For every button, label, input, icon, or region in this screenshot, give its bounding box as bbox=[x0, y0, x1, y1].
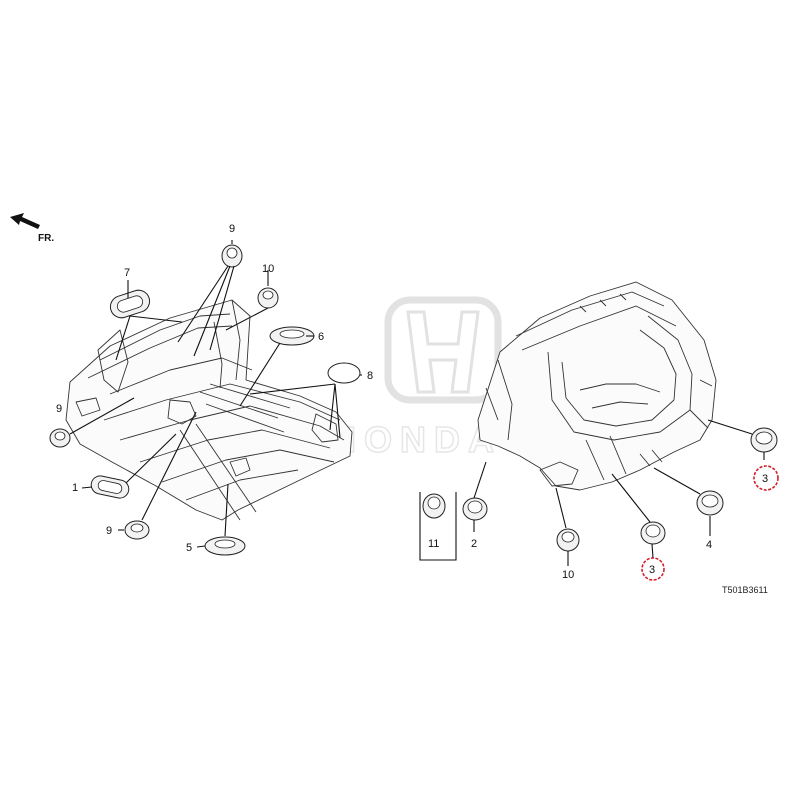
callout-8[interactable]: 8 bbox=[367, 370, 373, 382]
part-11-grommet[interactable] bbox=[422, 493, 446, 519]
leader-lines bbox=[69, 240, 765, 566]
callout-11[interactable]: 11 bbox=[428, 538, 439, 550]
part-3-grommet-upper[interactable] bbox=[750, 427, 778, 453]
part-4-grommet[interactable] bbox=[696, 490, 724, 516]
callout-3-upper[interactable]: 3 bbox=[762, 473, 768, 485]
diagram-code: T501B3611 bbox=[722, 585, 768, 595]
part-2-grommet[interactable] bbox=[462, 497, 488, 521]
callout-9-left[interactable]: 9 bbox=[56, 403, 62, 415]
callout-4[interactable]: 4 bbox=[706, 539, 712, 551]
callout-2[interactable]: 2 bbox=[471, 538, 477, 550]
part-10-grommet-top[interactable] bbox=[257, 287, 279, 309]
part-5-large-grommet[interactable] bbox=[204, 536, 246, 556]
callout-10-bottom[interactable]: 10 bbox=[562, 569, 574, 581]
part-6-large-grommet[interactable] bbox=[269, 326, 315, 346]
part-8-flat-seal[interactable] bbox=[327, 362, 361, 384]
part-1-oval-plug[interactable] bbox=[90, 474, 131, 500]
rear-floor-assembly bbox=[477, 281, 717, 491]
front-floor-assembly bbox=[65, 299, 353, 521]
part-9-grommet-bottom[interactable] bbox=[124, 520, 150, 540]
callout-5[interactable]: 5 bbox=[186, 542, 192, 554]
callout-3-lower[interactable]: 3 bbox=[649, 564, 655, 576]
part-7-oval-plug[interactable] bbox=[108, 287, 153, 320]
watermark-text: HONDA bbox=[330, 419, 502, 460]
direction-label: FR. bbox=[38, 233, 54, 244]
callout-9-top[interactable]: 9 bbox=[229, 223, 235, 235]
callout-6[interactable]: 6 bbox=[318, 331, 324, 343]
part-3-grommet-lower[interactable] bbox=[640, 521, 666, 545]
callout-10-top[interactable]: 10 bbox=[262, 263, 274, 275]
part-10-grommet-bottom[interactable] bbox=[556, 528, 580, 552]
callout-9-bottom[interactable]: 9 bbox=[106, 525, 112, 537]
front-arrow-icon bbox=[10, 213, 40, 229]
highlight-markers bbox=[641, 465, 779, 581]
callout-1[interactable]: 1 bbox=[72, 482, 78, 494]
callout-7[interactable]: 7 bbox=[124, 267, 130, 279]
part-9-grommet-left[interactable] bbox=[49, 428, 71, 448]
honda-logo-icon: HONDA bbox=[329, 296, 502, 461]
part-9-grommet-top[interactable] bbox=[221, 244, 243, 268]
